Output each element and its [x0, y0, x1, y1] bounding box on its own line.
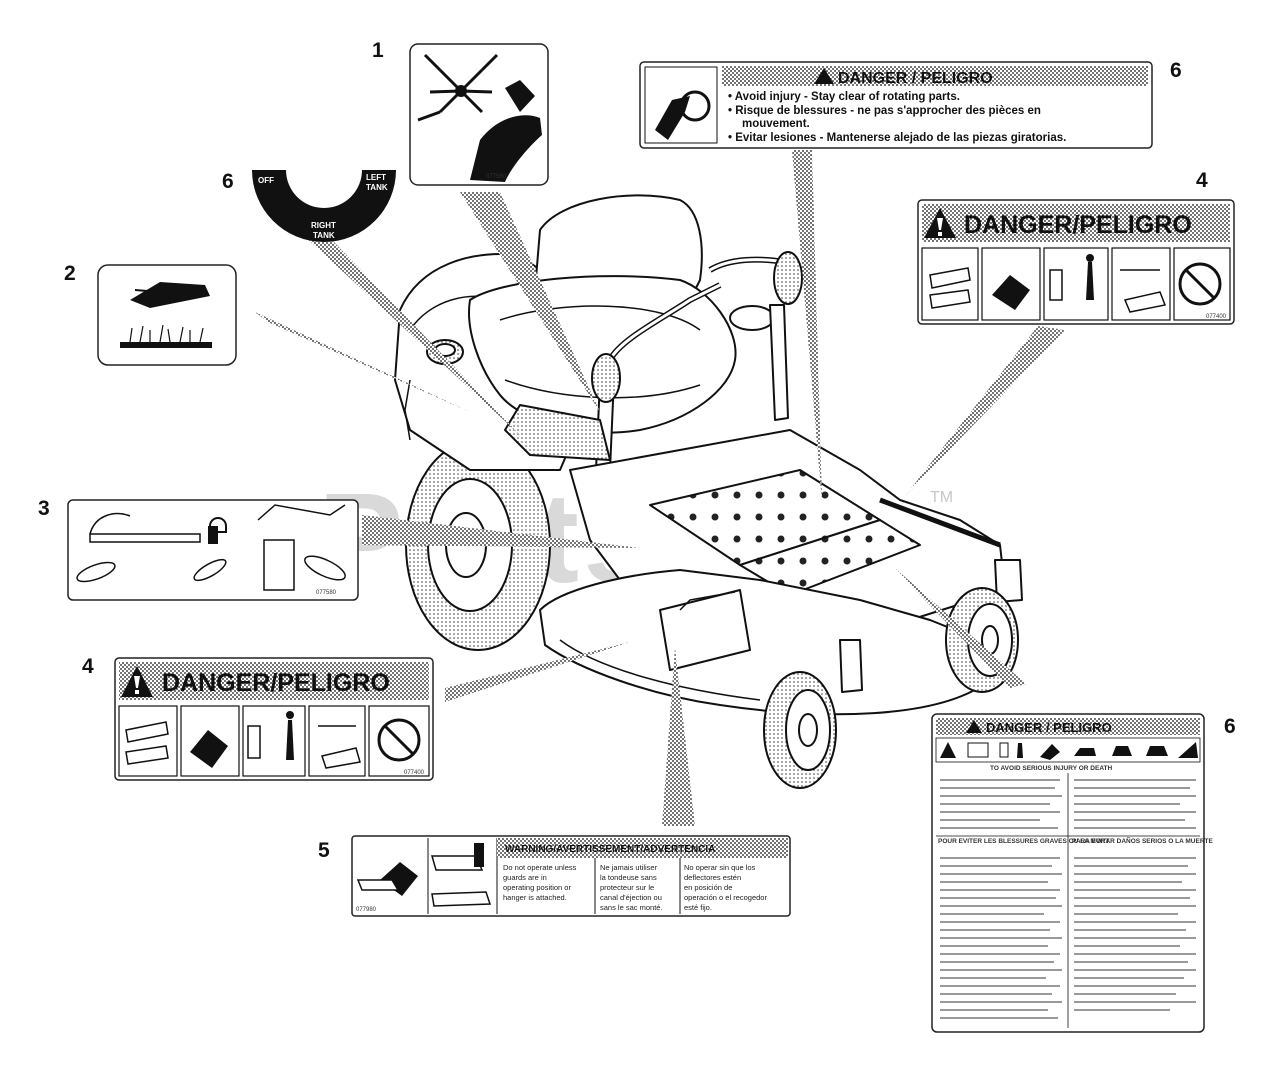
keep-away-icon — [1049, 269, 1063, 301]
decal-4-right-code: 077400 — [1206, 314, 1227, 320]
decal-3: 077580 — [67, 499, 359, 601]
decal-6-large-body-en-fr — [940, 779, 1196, 829]
decal-3-code: 077580 — [316, 590, 337, 596]
thrown-object-icon — [380, 862, 418, 896]
front-caster-left — [763, 639, 863, 789]
pictogram-row — [940, 742, 1198, 760]
callout-1: 1 — [372, 39, 384, 62]
warning-triangle-icon — [814, 68, 834, 84]
decal-1: 077560 — [409, 43, 549, 186]
leader-6-large — [888, 562, 1026, 688]
callout-3: 3 — [38, 497, 50, 520]
leader-wedges — [255, 150, 1065, 826]
key-manual-icon — [1120, 269, 1167, 313]
control-console — [504, 404, 611, 461]
decal-6-large: DANGER / PELIGRO TO AVOID SERIOUS INJURY… — [931, 713, 1214, 1033]
fuel-cap-right — [729, 305, 775, 331]
callout-5: 5 — [318, 839, 330, 862]
decal-5-code: 077980 — [356, 907, 377, 913]
tank-right-label-2: TANK — [313, 231, 335, 240]
mower-deck — [539, 569, 991, 716]
leader-1 — [460, 192, 600, 412]
leader-4-left — [445, 642, 630, 702]
decal-6-top-line-3: mouvement. — [742, 118, 810, 130]
tank-off-label: OFF — [258, 176, 274, 185]
decal-5-en-4: hanger is attached. — [503, 893, 567, 902]
leader-5 — [662, 648, 695, 826]
hand-icon — [470, 115, 542, 182]
decal-6-large-sub-en: TO AVOID SERIOUS INJURY OR DEATH — [990, 765, 1112, 772]
mower-illustration — [394, 194, 1023, 789]
blade-hand-icon — [125, 721, 169, 765]
deck-block — [659, 589, 751, 671]
decal-6-top-line-4: • Evitar lesiones - Mantenerse alejado d… — [728, 132, 1066, 144]
decal-6-large-title: DANGER / PELIGRO — [986, 720, 1112, 735]
decal-5-es-2: deflectores estén — [684, 873, 741, 882]
decal-5-en-1: Do not operate unless — [503, 863, 577, 872]
pin-icon — [76, 561, 116, 583]
guard-icon — [431, 855, 492, 907]
decal-5-fr-1: Ne jamais utiliser — [600, 863, 658, 872]
callout-4-right: 4 — [1196, 169, 1208, 192]
lap-bar-right — [769, 304, 789, 421]
decal-5-es-4: operación o el recogedor — [684, 893, 767, 902]
callout-6-tank: 6 — [222, 170, 234, 193]
control-knob-right — [773, 251, 803, 305]
decal-5-fr-3: protecteur sur le — [600, 883, 654, 892]
blade-hand-icon — [929, 267, 971, 309]
callout-6-top: 6 — [1170, 59, 1182, 82]
callout-4-left: 4 — [82, 655, 94, 678]
lock-icon — [209, 517, 227, 533]
leader-6-top — [792, 150, 822, 502]
decal-5: WARNING/AVERTISSEMENT/ADVERTENCIA Do not… — [351, 835, 791, 917]
thrown-object-icon — [190, 730, 228, 768]
decal-6-top-title: DANGER / PELIGRO — [838, 70, 993, 87]
decal-4-left-code: 077400 — [404, 770, 425, 776]
front-bumper — [879, 497, 1001, 548]
watermark-tm: TM — [930, 489, 953, 506]
decal-6-large-sub-es: PARA EVITAR DAÑOS SERIOS O LA MUERTE — [1072, 836, 1214, 845]
leader-4-right — [905, 326, 1065, 496]
decal-6-tank: OFF LEFT TANK RIGHT TANK — [252, 170, 396, 242]
warning-triangle-icon — [966, 720, 982, 733]
tank-left-label-2: TANK — [366, 183, 388, 192]
decal-5-es-1: No operar sin que los — [684, 863, 756, 872]
decal-6-top-line-2: • Risque de blessures - ne pas s'approch… — [728, 105, 1041, 117]
tank-left-label: LEFT — [366, 173, 386, 182]
decal-5-fr-2: la tondeuse sans — [600, 873, 657, 882]
keep-away-icon — [247, 725, 261, 759]
decal-5-en-2: guards are in — [503, 873, 547, 882]
callout-6-large: 6 — [1224, 715, 1236, 738]
decal-5-fr-4: canal d'éjection ou — [600, 893, 662, 902]
callout-2: 2 — [64, 262, 76, 285]
decal-5-en-3: operating position or — [503, 883, 571, 892]
warning-triangle-icon — [940, 742, 956, 758]
decal-5-title: WARNING/AVERTISSEMENT/ADVERTENCIA — [505, 844, 715, 855]
decal-5-es-3: en posición de — [684, 883, 732, 892]
hand-icon — [130, 282, 210, 308]
decal-1-code: 077560 — [486, 174, 507, 180]
leader-3 — [362, 515, 640, 548]
hand-icon — [655, 96, 690, 140]
leader-2 — [255, 312, 470, 412]
tank-right-label: RIGHT — [311, 221, 336, 230]
thrown-object-icon — [992, 275, 1030, 310]
decal-6-large-body-fr-es — [940, 857, 1196, 1019]
decal-6-large-sub-fr: POUR EVITER LES BLESSURES GRAVES OU LA M… — [938, 838, 1110, 845]
decal-4-right: DANGER/PELIGRO 077400 — [917, 199, 1235, 325]
decal-4-right-title: DANGER/PELIGRO — [964, 211, 1192, 239]
decal-4-left: DANGER/PELIGRO 077400 — [114, 657, 434, 781]
decal-4-left-title: DANGER/PELIGRO — [162, 669, 390, 697]
decal-6-top: DANGER / PELIGRO • Avoid injury - Stay c… — [639, 61, 1153, 149]
key-manual-icon — [318, 725, 361, 769]
decal-2 — [97, 264, 237, 366]
decal-5-es-5: esté fijo. — [684, 903, 712, 912]
control-knob-left — [591, 353, 621, 403]
decal-5-fr-5: sans le sac monté. — [600, 903, 663, 912]
decal-6-top-line-1: • Avoid injury - Stay clear of rotating … — [728, 91, 960, 103]
leader-6-tank — [300, 232, 520, 435]
